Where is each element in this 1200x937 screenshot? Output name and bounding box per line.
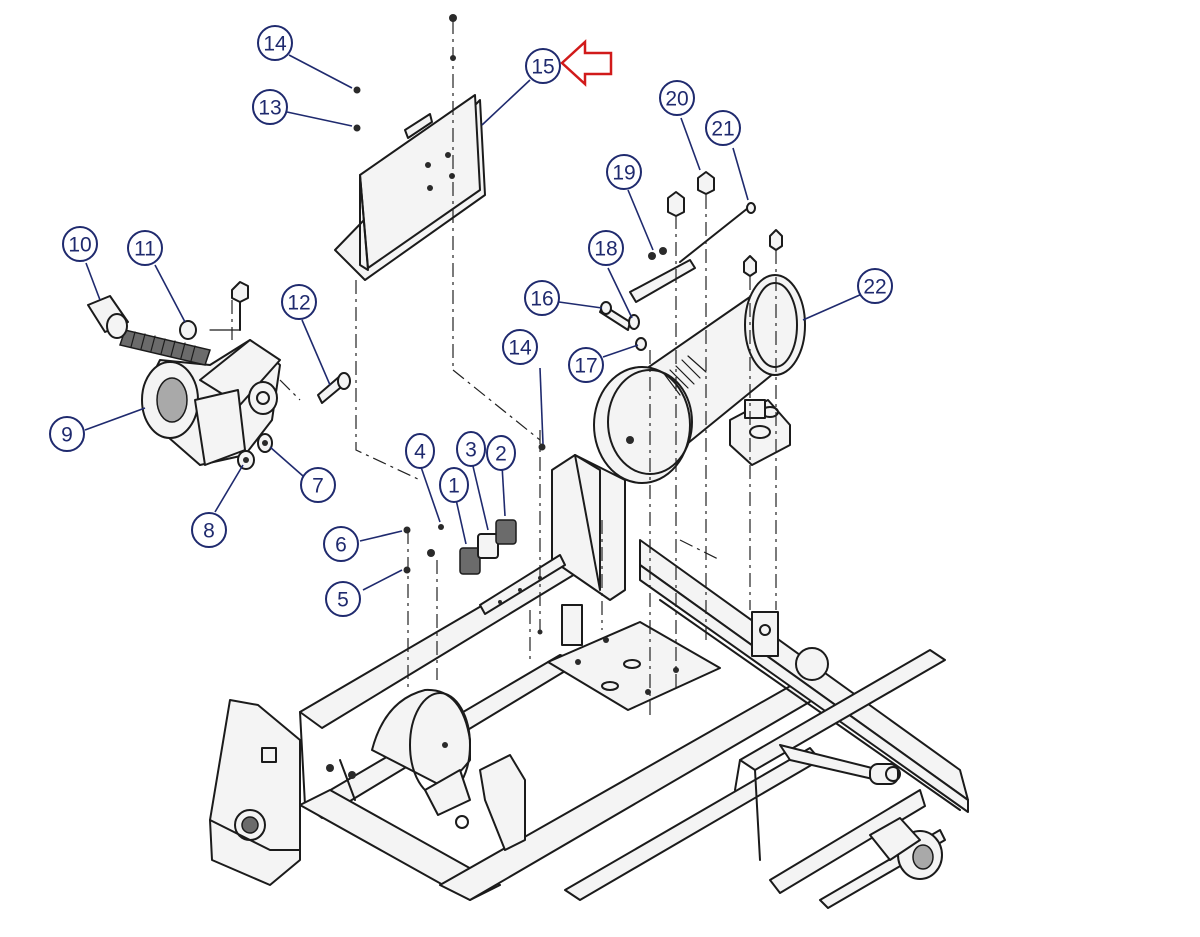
motor-hardware-parts-16-21 <box>599 171 783 351</box>
callout-20-label: 20 <box>665 88 688 111</box>
control-board-part-15 <box>334 94 486 281</box>
callout-16-label: 16 <box>530 288 553 311</box>
callout-19: 19 <box>606 154 642 190</box>
leader-lines <box>84 54 863 591</box>
incline-motor-part-9 <box>87 281 281 466</box>
callout-4: 4 <box>405 433 435 469</box>
callout-1: 1 <box>439 467 469 503</box>
callout-10-label: 10 <box>68 234 91 257</box>
treadmill-frame <box>209 454 969 909</box>
callout-12: 12 <box>281 284 317 320</box>
callout-9: 9 <box>49 416 85 452</box>
callout-16: 16 <box>524 280 560 316</box>
callout-2: 2 <box>486 435 516 471</box>
callout-21: 21 <box>705 110 741 146</box>
callout-18-label: 18 <box>594 238 617 261</box>
callout-2-label: 2 <box>495 443 507 466</box>
callout-21-label: 21 <box>711 118 734 141</box>
callout-14-lower: 14 <box>502 329 538 365</box>
callout-5-label: 5 <box>337 589 349 612</box>
callout-15-label: 15 <box>531 56 554 79</box>
callout-17-label: 17 <box>574 355 597 378</box>
callout-4-label: 4 <box>414 441 426 464</box>
callout-6: 6 <box>323 526 359 562</box>
callout-18: 18 <box>588 230 624 266</box>
pin-part-12 <box>317 372 351 404</box>
callout-9-label: 9 <box>61 424 73 447</box>
callout-22-label: 22 <box>863 276 886 299</box>
callout-15: 15 <box>525 48 561 84</box>
callout-5: 5 <box>325 581 361 617</box>
callout-13-label: 13 <box>258 97 281 120</box>
callout-19-label: 19 <box>612 162 635 185</box>
callout-6-label: 6 <box>335 534 347 557</box>
callout-8-label: 8 <box>203 520 215 543</box>
hardware-parts-7-8 <box>237 433 273 470</box>
highlight-arrow-icon <box>560 39 613 87</box>
callout-14-lower-label: 14 <box>508 337 532 360</box>
callout-20: 20 <box>659 80 695 116</box>
screws <box>353 14 546 635</box>
callout-7-label: 7 <box>312 475 324 498</box>
callout-1-label: 1 <box>448 475 460 498</box>
terminal-blocks-parts-1-4 <box>427 519 517 575</box>
callout-14-top: 14 <box>257 25 293 61</box>
callout-11-label: 11 <box>134 238 156 261</box>
callout-22: 22 <box>857 268 893 304</box>
callout-14-top-label: 14 <box>263 33 287 56</box>
callout-11: 11 <box>127 230 163 266</box>
callout-7: 7 <box>300 467 336 503</box>
callout-10: 10 <box>62 226 98 262</box>
callout-8: 8 <box>191 512 227 548</box>
callout-13: 13 <box>252 89 288 125</box>
callout-12-label: 12 <box>287 292 310 315</box>
callout-3-label: 3 <box>465 439 477 462</box>
callout-3: 3 <box>456 431 486 467</box>
assembly-dash-lines <box>231 20 777 720</box>
callout-17: 17 <box>568 347 604 383</box>
